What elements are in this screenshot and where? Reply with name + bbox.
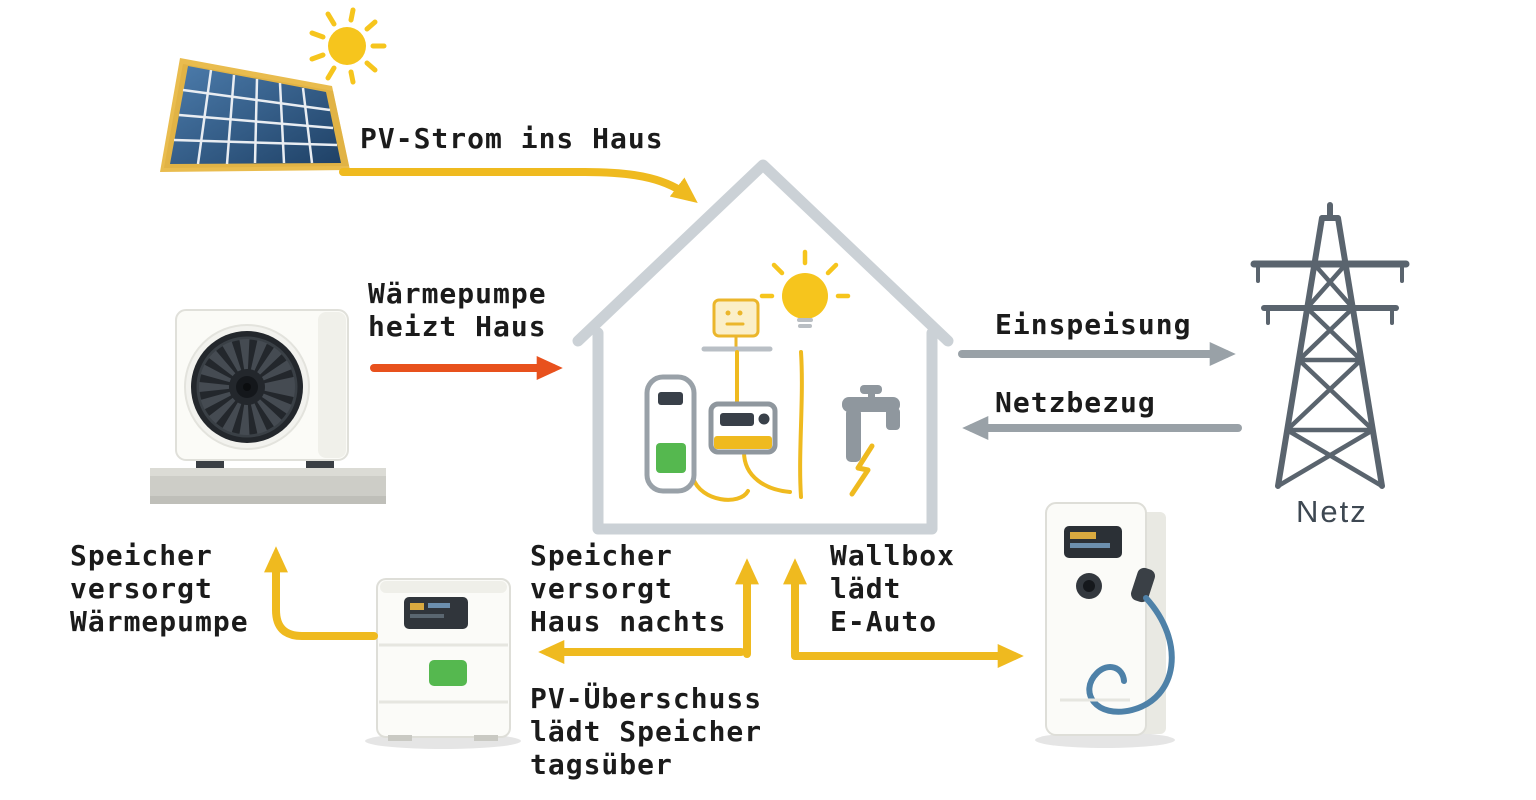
charger-socket	[1076, 573, 1102, 599]
battery-green-indicator	[429, 660, 467, 686]
faucet-icon	[842, 385, 900, 462]
label-grid-draw: Netzbezug	[995, 386, 1156, 419]
inverter-battery-icon	[644, 374, 697, 494]
power-tower-icon	[1250, 202, 1410, 489]
arrow-pv-to-house	[339, 168, 698, 203]
sun-icon	[309, 7, 387, 85]
house-wiring	[691, 350, 804, 502]
label-wallbox-charges-ev: Wallbox lädt E-Auto	[830, 539, 956, 639]
light-bulb-icon	[759, 249, 851, 328]
arrow-storage-to-heatpump	[264, 546, 378, 640]
house-icon	[572, 159, 954, 535]
fan-icon	[184, 324, 310, 450]
battery-screen	[404, 597, 468, 629]
battery-storage-icon	[365, 578, 521, 749]
label-heatpump-heats-house: Wärmepumpe heizt Haus	[368, 277, 547, 344]
ev-charger-icon	[1035, 502, 1175, 748]
label-storage-supplies-heatpump: Speicher versorgt Wärmepumpe	[70, 539, 249, 639]
power-bolt-icon	[849, 443, 875, 497]
charger-screen	[1064, 526, 1122, 558]
washing-machine-icon	[708, 401, 778, 455]
label-pv-surplus: PV-Überschuss lädt Speicher tagsüber	[530, 682, 763, 782]
solar-panel-icon	[160, 58, 350, 172]
thermostat-icon	[701, 298, 773, 352]
label-grid-name: Netz	[1296, 494, 1368, 529]
heat-pump-icon	[150, 309, 386, 504]
label-storage-supplies-house: Speicher versorgt Haus nachts	[530, 539, 727, 639]
label-feed-in: Einspeisung	[995, 308, 1192, 341]
charging-cable-icon	[1086, 595, 1175, 715]
label-pv-to-house: PV-Strom ins Haus	[360, 122, 664, 155]
charger-handle	[1131, 567, 1155, 603]
